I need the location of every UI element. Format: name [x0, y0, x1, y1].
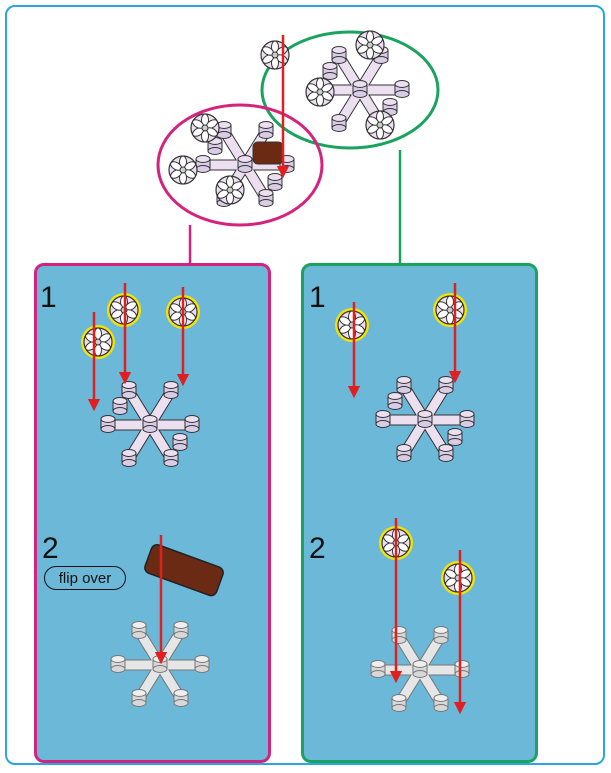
right-step1-illustration — [335, 283, 474, 462]
right-step2-illustration — [371, 518, 475, 712]
right-step-2-number: 2 — [309, 532, 326, 565]
left-step-1-number: 1 — [40, 281, 57, 314]
flip-over-badge: flip over — [44, 566, 126, 590]
top-assembled-model — [156, 30, 440, 227]
right-step-1-number: 1 — [309, 281, 326, 314]
left-step1-illustration — [81, 283, 200, 467]
left-step2-illustration — [111, 535, 224, 707]
left-step-2-number: 2 — [42, 532, 59, 565]
